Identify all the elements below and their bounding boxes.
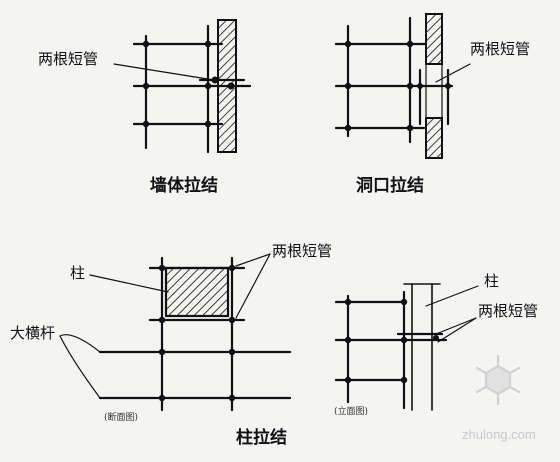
opening-pipes-leader [435,63,471,83]
column-pipes-leader-b [235,253,271,319]
wall-above-opening [425,13,443,65]
elev-pipes-leader-a [435,317,477,335]
elev-column-leader [425,285,479,307]
column-pipes-label: 两根短管 [272,242,333,260]
opening-tie-panel [334,13,471,159]
snowflake-logo-icon [475,354,521,406]
opening-pipes-label: 两根短管 [470,40,531,58]
wall-pipes-label: 两根短管 [38,50,99,68]
column-leader [89,274,169,293]
column-label: 柱 [70,264,86,282]
ledger-leader-b [59,335,101,399]
watermark-text: zhulong.com [462,427,536,442]
wall-tie-caption: 墙体拉结 [150,176,218,196]
wall-tie-panel [113,19,252,154]
wall-below-opening [425,117,443,159]
wall-pipes-leader [113,63,215,81]
column-section [164,266,230,318]
elev-pipes-leader-b [437,317,477,343]
section-note: (断面图) [104,413,139,423]
elev-pipes-label: 两根短管 [478,302,539,320]
ledger-label: 大横杆 [10,324,56,342]
opening-tie-caption: 洞口拉结 [356,176,424,196]
column-tie-elevation-panel [334,283,479,411]
column-tie-caption: 柱拉结 [236,428,287,448]
column-tie-section-panel [59,253,292,412]
elevation-note: (立面图) [334,407,369,417]
elev-column-label: 柱 [484,272,500,290]
column-pipes-leader-a [235,253,271,267]
ledger-leader-a [59,334,101,353]
